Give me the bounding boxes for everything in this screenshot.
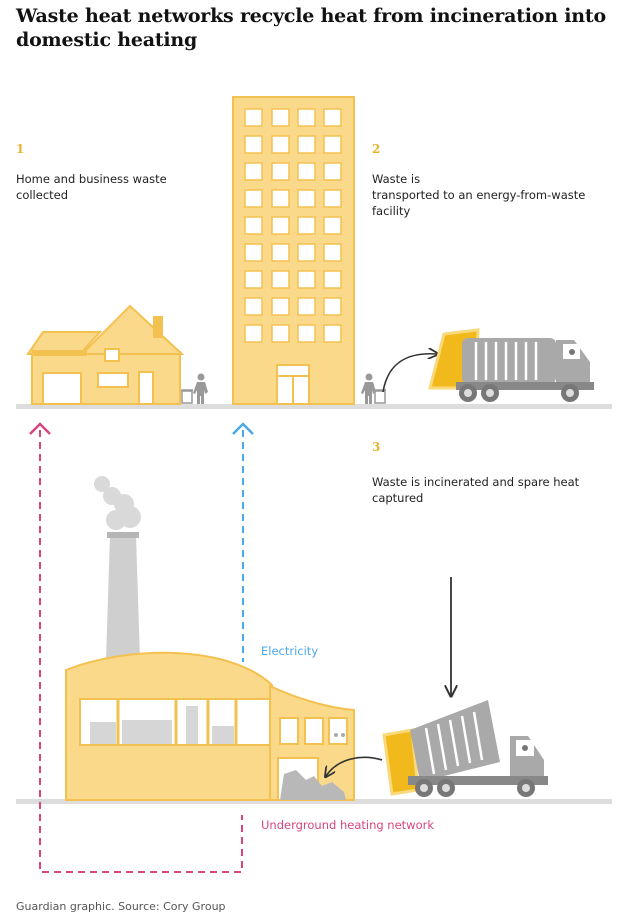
building-window [271, 135, 290, 154]
garbage-truck-icon [428, 328, 594, 402]
building-window [244, 162, 263, 181]
building-window [323, 162, 342, 181]
person-with-bin-icon [181, 373, 208, 404]
page-title: Waste heat networks recycle heat from in… [16, 5, 606, 51]
building-window [323, 270, 342, 289]
step-1-text: Home and business waste collected [16, 172, 167, 202]
building-window [244, 243, 263, 262]
building-window [271, 243, 290, 262]
building-window [271, 189, 290, 208]
building-window [244, 189, 263, 208]
step-2-number: 2 [372, 142, 381, 156]
building-window [244, 324, 263, 343]
electricity-arrow-icon [232, 422, 254, 435]
building-window [297, 135, 316, 154]
building-window [297, 162, 316, 181]
incineration-plant-icon [65, 651, 355, 801]
source-credit: Guardian graphic. Source: Cory Group [16, 900, 226, 913]
building-window [271, 297, 290, 316]
heating-arrow-icon [29, 422, 51, 435]
step-3-text: Waste is incinerated and spare heat capt… [372, 475, 580, 505]
building-window [271, 162, 290, 181]
building-window [323, 243, 342, 262]
building-window [323, 324, 342, 343]
apartment-building-icon [232, 96, 355, 405]
building-window [297, 324, 316, 343]
building-window [297, 270, 316, 289]
heating-network-label: Underground heating network [261, 818, 435, 832]
building-window [323, 135, 342, 154]
building-window [297, 216, 316, 235]
tipping-garbage-truck-icon [382, 700, 548, 797]
house-icon [26, 304, 185, 405]
arrow-icon [326, 756, 383, 776]
lower-ground [16, 799, 612, 804]
person-with-bin-icon [361, 373, 386, 404]
chimney-icon [94, 476, 141, 660]
building-window [271, 216, 290, 235]
building-window [323, 108, 342, 127]
building-window [297, 108, 316, 127]
step-3-number: 3 [372, 440, 381, 454]
building-window [244, 297, 263, 316]
building-window [271, 324, 290, 343]
building-window [297, 297, 316, 316]
building-window [271, 108, 290, 127]
electricity-label: Electricity [261, 644, 319, 658]
building-window [297, 243, 316, 262]
building-window [323, 297, 342, 316]
building-window [244, 216, 263, 235]
building-window [271, 270, 290, 289]
building-window [323, 189, 342, 208]
building-window [244, 108, 263, 127]
building-window [244, 270, 263, 289]
heating-network-pipe [39, 430, 243, 873]
building-window [244, 135, 263, 154]
smoke-icon [94, 476, 141, 530]
step-2-text: Waste is transported to an energy-from-w… [372, 172, 586, 218]
upper-ground [16, 404, 612, 409]
building-window [297, 189, 316, 208]
arrow-icon [382, 354, 437, 393]
step-1-number: 1 [16, 142, 25, 156]
building-window [323, 216, 342, 235]
